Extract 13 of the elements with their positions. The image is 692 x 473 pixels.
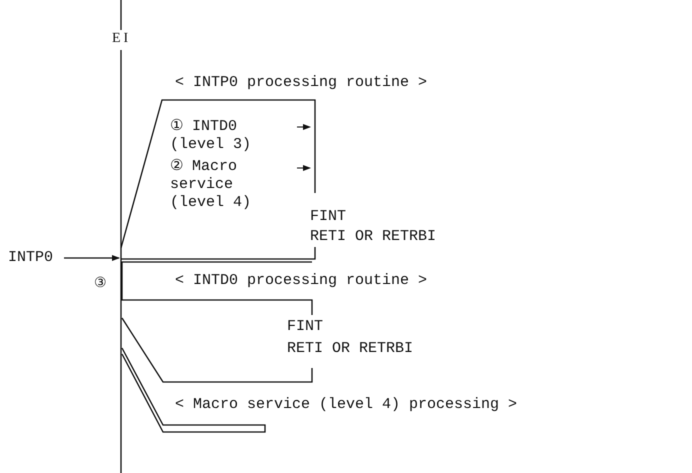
instruction-text: FINT xyxy=(287,318,324,336)
arrow xyxy=(64,255,120,261)
instruction-text: RETI OR RETRBI xyxy=(310,228,436,246)
routine-heading: < INTP0 processing routine > xyxy=(175,74,428,92)
instruction-text: FINT xyxy=(310,208,346,226)
signal-label: INTP0 xyxy=(8,249,54,267)
instruction-text: ② Macro service (level 4) xyxy=(170,158,252,212)
instruction-text: RETI OR RETRBI xyxy=(287,340,414,358)
interrupt-enable-label: EI xyxy=(112,31,132,47)
routine-heading: < INTD0 processing routine > xyxy=(175,272,428,290)
signal-label: < Macro service (level 4) processing > xyxy=(175,396,518,414)
step-number: ③ xyxy=(94,275,107,292)
instruction-text: ① INTD0 (level 3) xyxy=(170,118,252,154)
